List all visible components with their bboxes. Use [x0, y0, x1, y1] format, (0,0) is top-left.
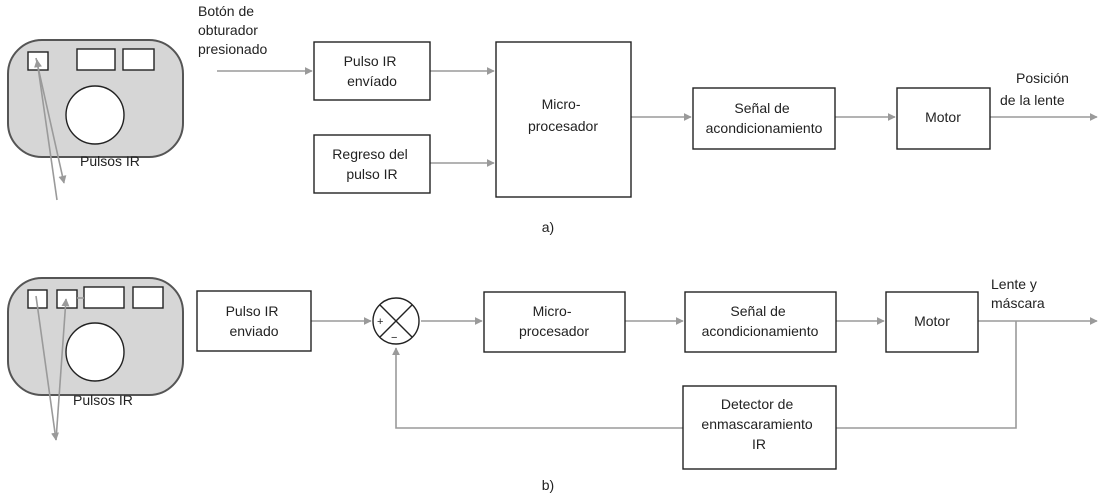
- block-microprocessor-b: Micro- procesador: [483, 291, 626, 353]
- block-motor-b: Motor: [885, 291, 979, 353]
- diagram-b: Pulsos IR Pulso IR enviado + − Mic: [7, 276, 1098, 493]
- wire-feedback-to-detector-b: [836, 321, 1017, 429]
- output-label-a: Posición de la lente: [1000, 70, 1073, 108]
- block-signal-conditioning-b: Señal de acondicionamiento: [684, 291, 837, 353]
- block-label: acondicionamiento: [702, 323, 819, 339]
- block-label: Pulso IR: [226, 303, 279, 319]
- camera-a-icon: [7, 39, 184, 201]
- output-label-a-line: Posición: [1016, 70, 1069, 86]
- block-label: procesador: [528, 118, 598, 134]
- input-label-a-line: obturador: [198, 22, 258, 38]
- block-label: Señal de: [730, 303, 785, 319]
- block-label: envíado: [347, 73, 397, 89]
- summing-plus-sign: +: [377, 316, 383, 328]
- caption-b: b): [542, 477, 554, 493]
- block-motor-a: Motor: [896, 87, 991, 150]
- input-label-a-line: presionado: [198, 41, 267, 57]
- output-label-b-line: Lente y: [991, 276, 1037, 292]
- block-microprocessor-a: Micro- procesador: [495, 41, 632, 198]
- svg-text:Micro- procesador: Micro- procesador: [528, 96, 598, 134]
- diagram-a: Pulsos IR Botón de obturador presionado …: [7, 3, 1098, 235]
- svg-text:Señal de acondicionami: Señal de acondicionamiento: [706, 100, 823, 136]
- block-label: pulso IR: [346, 166, 397, 182]
- block-detector-b: Detector de enmascaramiento IR: [682, 385, 837, 470]
- svg-text:Pulso IR envíado: Pulso IR envíado: [344, 53, 401, 89]
- block-pulse-sent-a: Pulso IR envíado: [313, 41, 431, 101]
- svg-text:Micro- procesador: Micro- procesador: [519, 303, 589, 339]
- camera-b-label: Pulsos IR: [73, 392, 133, 408]
- block-label: acondicionamiento: [706, 120, 823, 136]
- summing-junction-b: + −: [372, 297, 420, 345]
- wire-feedback-to-sum-b: [392, 347, 683, 429]
- block-label: Micro-: [542, 96, 581, 112]
- block-label: enviado: [229, 323, 278, 339]
- block-pulse-return-a: Regreso del pulso IR: [313, 134, 431, 194]
- block-label: Detector de: [721, 396, 794, 412]
- camera-a-label: Pulsos IR: [80, 153, 140, 169]
- block-label: Señal de: [734, 100, 789, 116]
- block-label: Pulso IR: [344, 53, 397, 69]
- block-label: Motor: [925, 109, 961, 125]
- caption-a: a): [542, 219, 554, 235]
- block-label: Motor: [914, 313, 950, 329]
- block-label: Micro-: [533, 303, 572, 319]
- block-label: enmascaramiento: [701, 416, 812, 432]
- input-label-a-line: Botón de: [198, 3, 254, 19]
- input-label-a: Botón de obturador presionado: [198, 3, 267, 57]
- camera-b-icon: [7, 277, 184, 441]
- output-label-a-line: de la lente: [1000, 92, 1065, 108]
- svg-text:Detector de enmascaram: Detector de enmascaramiento IR: [701, 396, 816, 452]
- svg-text:Regreso del pulso IR: Regreso del pulso IR: [332, 146, 411, 182]
- output-label-b: Lente y máscara: [991, 276, 1045, 311]
- svg-text:Señal de acondicionami: Señal de acondicionamiento: [702, 303, 819, 339]
- svg-text:Pulso IR enviado: Pulso IR enviado: [226, 303, 283, 339]
- block-pulse-sent-b: Pulso IR enviado: [196, 290, 312, 352]
- block-label: procesador: [519, 323, 589, 339]
- block-label: IR: [752, 436, 766, 452]
- output-label-b-line: máscara: [991, 295, 1045, 311]
- block-label: Regreso del: [332, 146, 408, 162]
- summing-minus-sign: −: [391, 332, 397, 344]
- block-signal-conditioning-a: Señal de acondicionamiento: [692, 87, 836, 150]
